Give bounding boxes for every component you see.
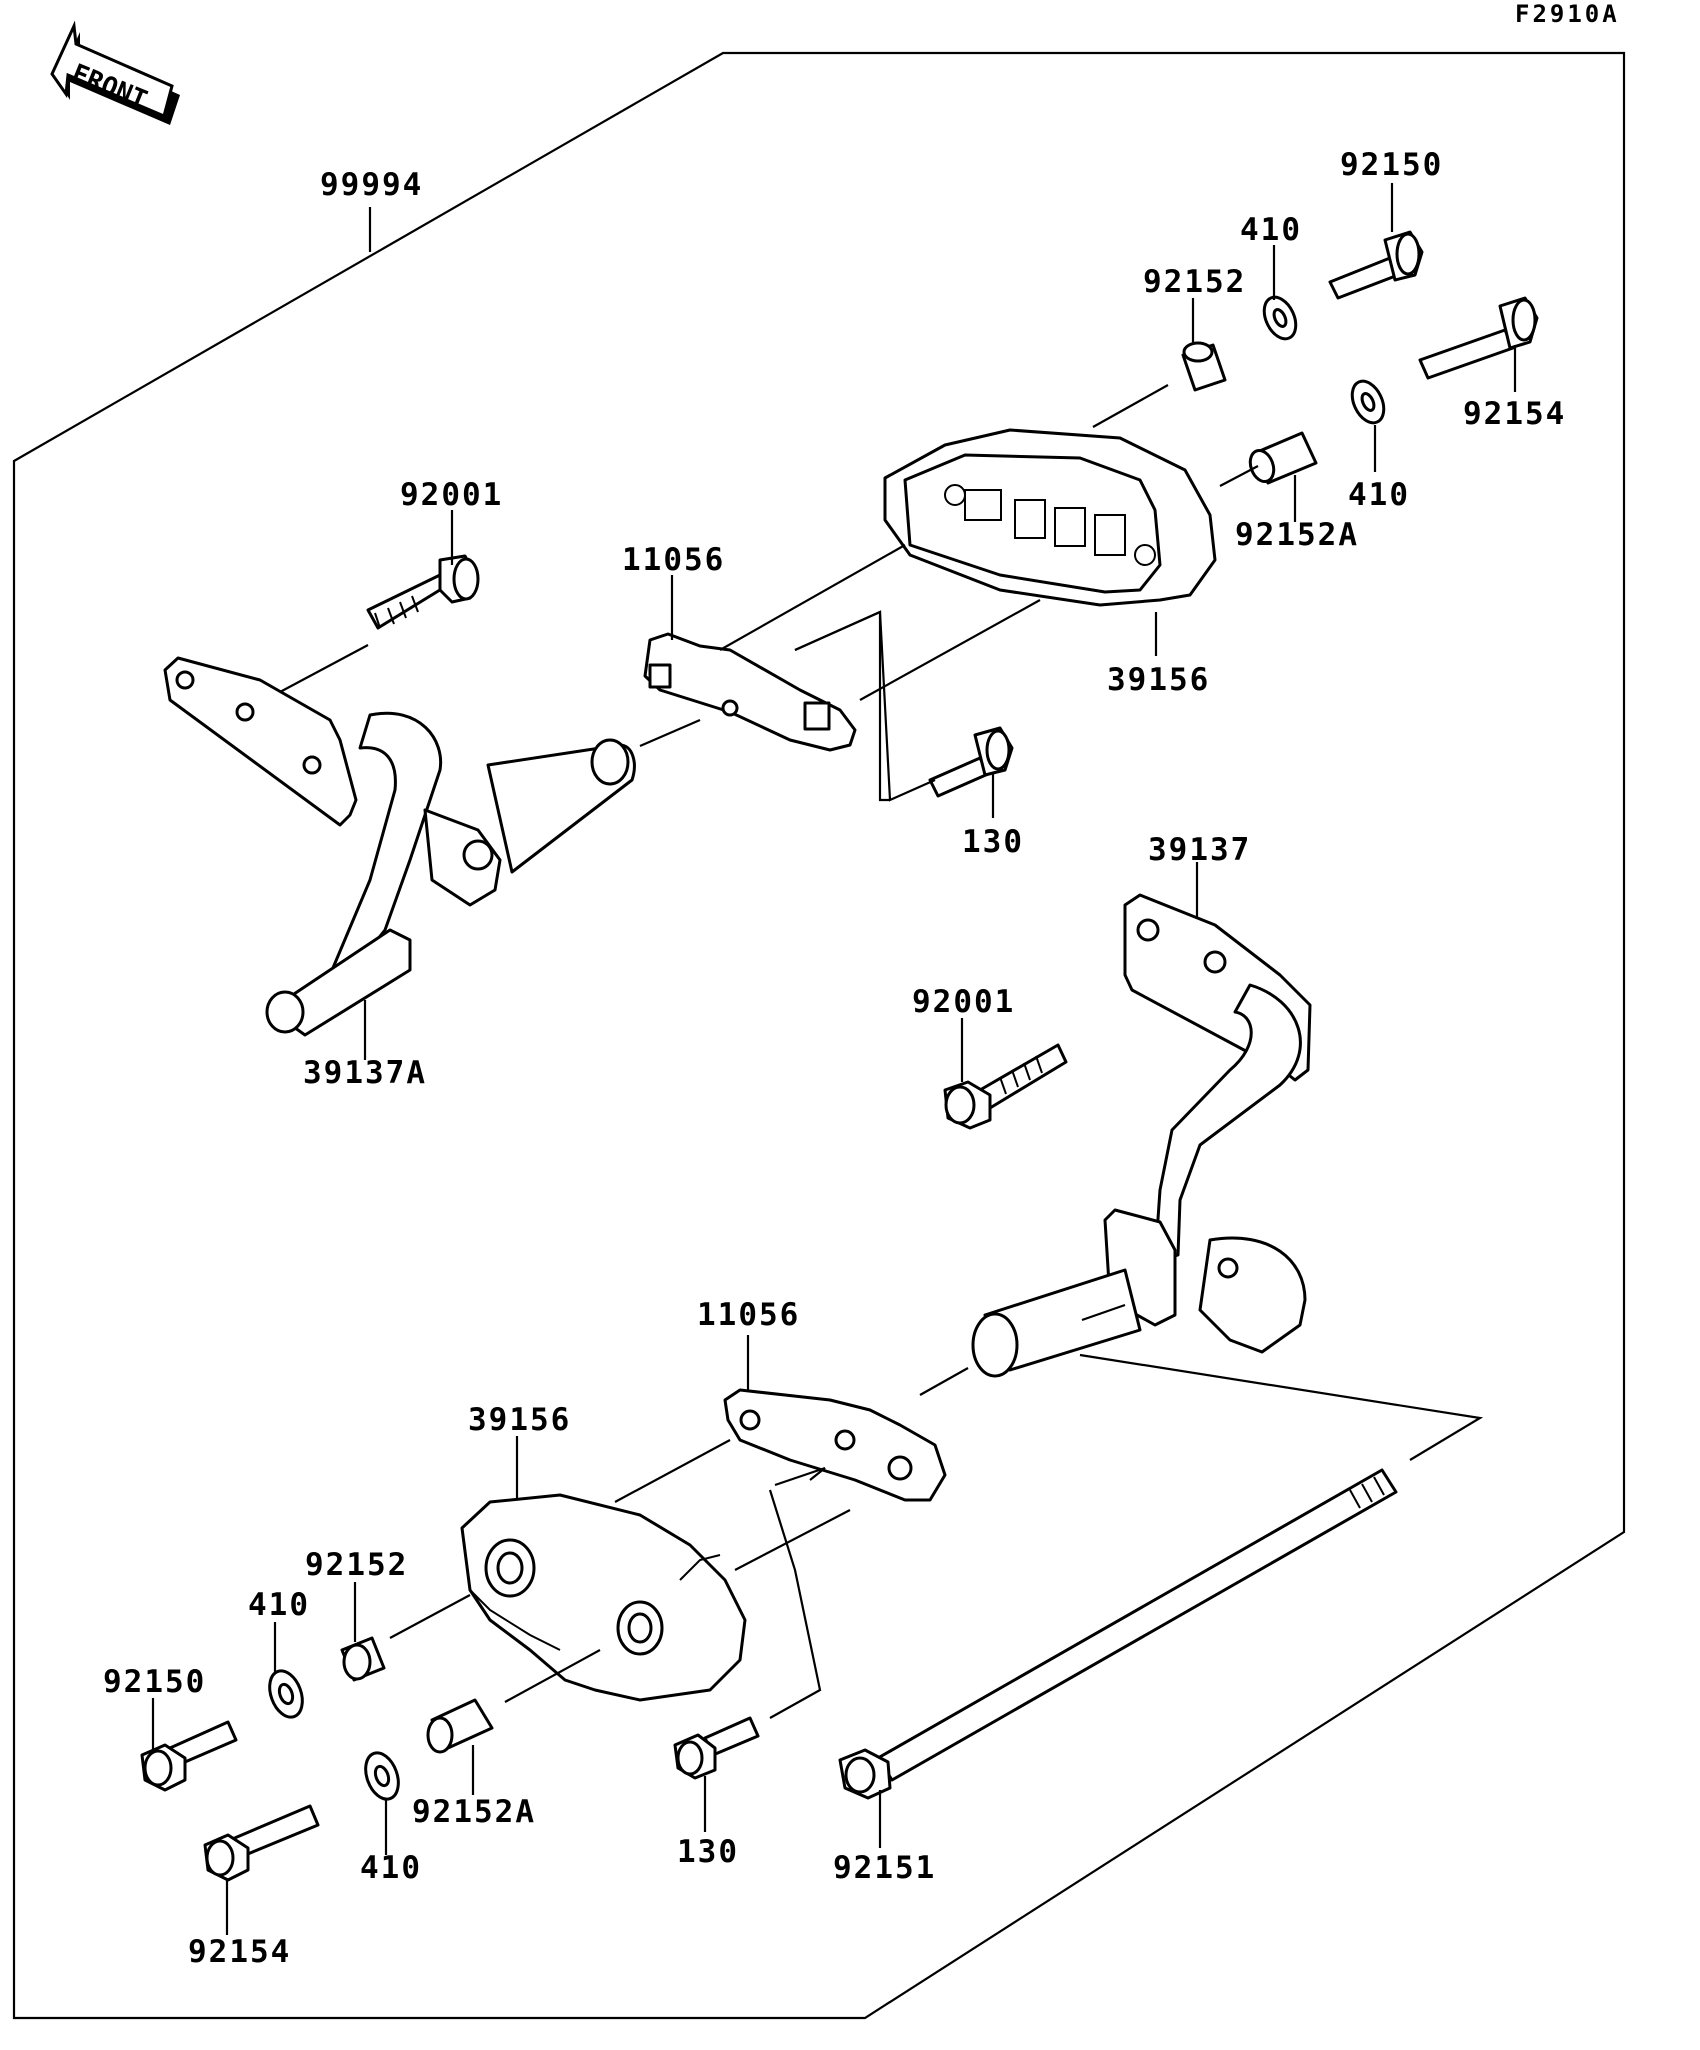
label-92001-top: 92001 [400,477,503,513]
collar-92152-upper [1181,341,1227,392]
label-92154-bot: 92154 [188,1934,291,1970]
label-92152-bot: 92152 [305,1547,408,1583]
spacer-92152a-upper [1248,431,1318,485]
washer-410-lower-1 [268,1669,304,1719]
label-92154-top: 92154 [1463,396,1566,432]
bolt-130-lower [673,1716,760,1780]
plate-11056-lower [723,1388,947,1502]
label-11056-top: 11056 [622,542,725,578]
label-39137: 39137 [1148,832,1251,868]
bolt-92154-upper [1418,296,1539,380]
bracket-39137a [163,656,636,1037]
label-11056-bot: 11056 [697,1297,800,1333]
bolt-92151 [838,1468,1398,1800]
leader-lines [151,183,1517,1935]
label-39156-top: 39156 [1107,662,1210,698]
label-39137a: 39137A [303,1055,427,1091]
label-130-top: 130 [962,824,1024,860]
label-410-top-2: 410 [1348,477,1410,513]
slider-39156-upper [883,428,1217,607]
bolt-92001-upper [366,554,480,630]
label-92151: 92151 [833,1850,936,1886]
washer-410-lower-2 [364,1751,400,1801]
label-92152-top: 92152 [1143,264,1246,300]
bolt-92001-mid [943,1043,1068,1130]
label-410-top: 410 [1240,212,1302,248]
spacer-92152a-lower [426,1698,494,1754]
part-labels: 99994 92150 410 92152 92154 410 92152A 9… [103,147,1566,1970]
kit-boundary [12,51,1626,2020]
slider-39156-lower [460,1493,747,1702]
label-92150-bot: 92150 [103,1664,206,1700]
bolt-130-upper [928,726,1014,798]
collar-92152-lower [340,1636,386,1682]
washer-410-upper-1 [1262,295,1298,341]
label-92152a-bot: 92152A [412,1794,536,1830]
bolt-92150-lower [140,1720,238,1792]
bolt-92154-lower [203,1804,320,1882]
front-arrow-icon: FRONT [50,20,180,125]
washer-410-upper-2 [1350,379,1386,425]
label-92150-top: 92150 [1340,147,1443,183]
label-410-bot: 410 [248,1587,310,1623]
label-99994: 99994 [320,167,423,203]
label-92152a-top: 92152A [1235,517,1359,553]
label-130-bot: 130 [677,1834,739,1870]
reference-code: F2910A [1515,0,1620,28]
plate-11056-upper [643,632,857,752]
bracket-39137 [971,893,1312,1378]
label-92001-mid: 92001 [912,984,1015,1020]
bolt-92150-upper [1328,230,1424,300]
label-410-bot-2: 410 [360,1850,422,1886]
label-39156-bot: 39156 [468,1402,571,1438]
